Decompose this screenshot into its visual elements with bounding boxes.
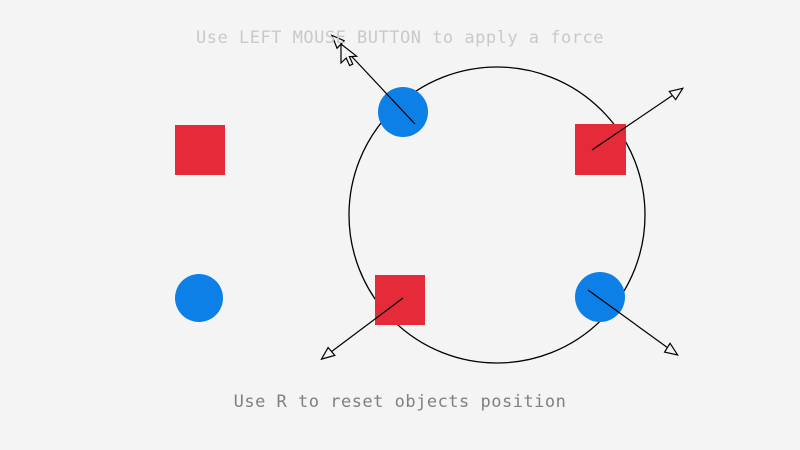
force-vector-arrow [591,87,685,151]
circular-boundary [348,66,646,364]
body-circle-bottom-left[interactable] [175,274,223,322]
force-vector-arrow [587,289,679,356]
mouse-cursor-icon [340,42,359,67]
force-vector-arrow [330,34,416,125]
force-vector-arrow [320,297,404,361]
hint-text-reset-position: Use R to reset objects position [233,392,567,412]
hint-text-apply-force: Use LEFT MOUSE BUTTON to apply a force [196,28,604,48]
body-circle-bottom-right[interactable] [575,272,625,322]
body-square-top-left[interactable] [175,125,225,175]
